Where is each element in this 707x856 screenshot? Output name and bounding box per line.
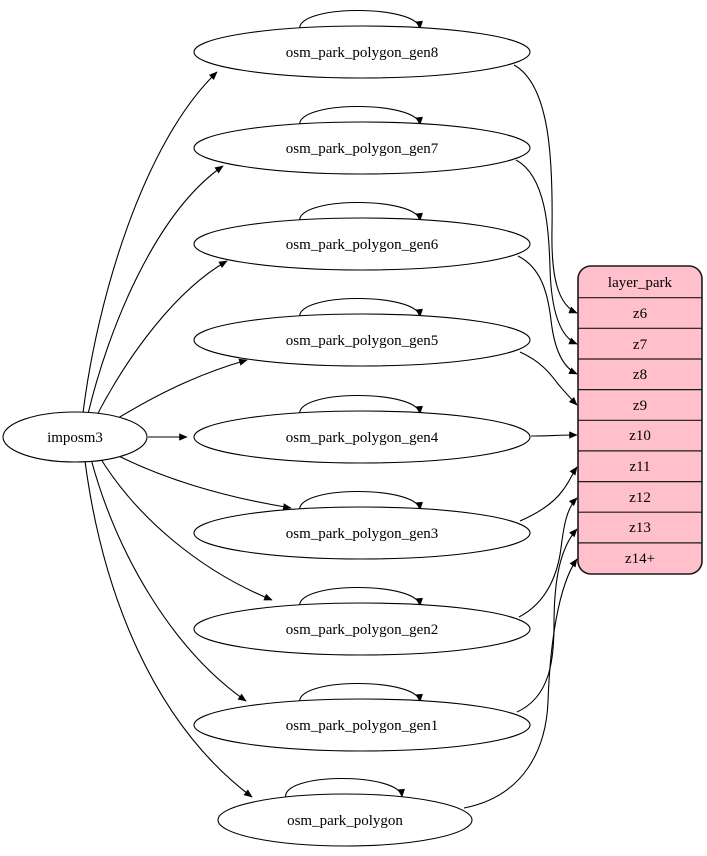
edge-imposm3-to-gen3 — [110, 451, 292, 511]
edge-gen5-to-z9 — [519, 351, 578, 406]
imposm3-label: imposm3 — [47, 430, 103, 446]
self-loop-polygon — [285, 777, 405, 800]
edge-gen7-to-z7 — [515, 159, 578, 345]
table-row-z11: z11 — [629, 459, 650, 475]
table-row-z9: z9 — [633, 398, 647, 414]
gen7-label: osm_park_polygon_gen7 — [286, 141, 439, 157]
imposm3-ellipse — [2, 411, 148, 463]
gen4-ellipse — [193, 410, 531, 464]
self-loop-gen3 — [299, 490, 423, 513]
gen2-label: osm_park_polygon_gen2 — [286, 622, 438, 638]
edge-gen3-to-z11 — [519, 466, 578, 522]
self-loop-gen5 — [299, 297, 423, 320]
edge-imposm3-to-gen5 — [109, 358, 248, 424]
node-osm-park-polygon: osm_park_polygon — [217, 793, 473, 847]
layer-park-title: layer_park — [608, 275, 673, 291]
edge-layer — [82, 9, 578, 809]
node-osm-park-polygon-gen6: osm_park_polygon_gen6 — [193, 217, 531, 271]
node-osm-park-polygon-gen8: osm_park_polygon_gen8 — [193, 25, 531, 79]
edge-imposm3-to-gen1 — [90, 458, 247, 702]
self-loop-gen7 — [299, 105, 423, 128]
gen5-ellipse — [193, 313, 531, 367]
self-loop-gen6 — [299, 201, 423, 224]
node-layer: imposm3 osm_park_polygon_gen8 osm_park_p… — [2, 25, 531, 847]
gen2-ellipse — [193, 602, 531, 656]
edge-imposm3-to-gen6 — [95, 260, 228, 418]
node-osm-park-polygon-gen4: osm_park_polygon_gen4 — [193, 410, 531, 464]
edge-gen4-to-z10 — [530, 431, 578, 439]
edge-gen6-to-z8 — [517, 255, 578, 375]
node-imposm3: imposm3 — [2, 411, 148, 463]
self-loop-gen8 — [299, 9, 423, 32]
table-row-z6: z6 — [633, 306, 648, 322]
table-row-z7: z7 — [633, 337, 648, 353]
self-loop-gen2 — [299, 586, 423, 609]
edge-imposm3-to-gen8 — [82, 71, 218, 414]
gen3-ellipse — [193, 506, 531, 560]
gen7-ellipse — [193, 121, 531, 175]
edge-imposm3-to-gen7 — [87, 165, 224, 415]
layer-park-table: layer_park z6 z7 z8 z9 z10 z11 z12 z13 z… — [577, 265, 703, 575]
node-osm-park-polygon-gen5: osm_park_polygon_gen5 — [193, 313, 531, 367]
table-row-z8: z8 — [633, 367, 647, 383]
self-loop-gen4 — [299, 394, 423, 417]
node-osm-park-polygon-gen1: osm_park_polygon_gen1 — [193, 698, 531, 752]
edge-gen2-to-z12 — [518, 497, 578, 618]
gen4-label: osm_park_polygon_gen4 — [286, 430, 439, 446]
table-row-z14: z14+ — [625, 551, 655, 567]
polygon-ellipse — [217, 793, 473, 847]
gen3-label: osm_park_polygon_gen3 — [286, 526, 438, 542]
edge-imposm3-to-polygon — [84, 460, 253, 798]
gen5-label: osm_park_polygon_gen5 — [286, 333, 438, 349]
gen8-ellipse — [193, 25, 531, 79]
table-row-z10: z10 — [629, 428, 651, 444]
edge-gen8-to-z6 — [513, 64, 578, 314]
edge-imposm3-to-gen2 — [98, 455, 273, 601]
gen6-label: osm_park_polygon_gen6 — [286, 237, 439, 253]
self-loop-gen1 — [299, 682, 423, 705]
gen6-ellipse — [193, 217, 531, 271]
node-osm-park-polygon-gen3: osm_park_polygon_gen3 — [193, 506, 531, 560]
edge-gen1-to-z13 — [516, 528, 578, 713]
table-row-z13: z13 — [629, 520, 651, 536]
table-row-z12: z12 — [629, 490, 651, 506]
gen1-label: osm_park_polygon_gen1 — [286, 718, 438, 734]
gen8-label: osm_park_polygon_gen8 — [286, 45, 438, 61]
node-osm-park-polygon-gen7: osm_park_polygon_gen7 — [193, 121, 531, 175]
edge-polygon-to-z14 — [463, 558, 578, 809]
gen1-ellipse — [193, 698, 531, 752]
node-osm-park-polygon-gen2: osm_park_polygon_gen2 — [193, 602, 531, 656]
polygon-label: osm_park_polygon — [287, 813, 403, 829]
